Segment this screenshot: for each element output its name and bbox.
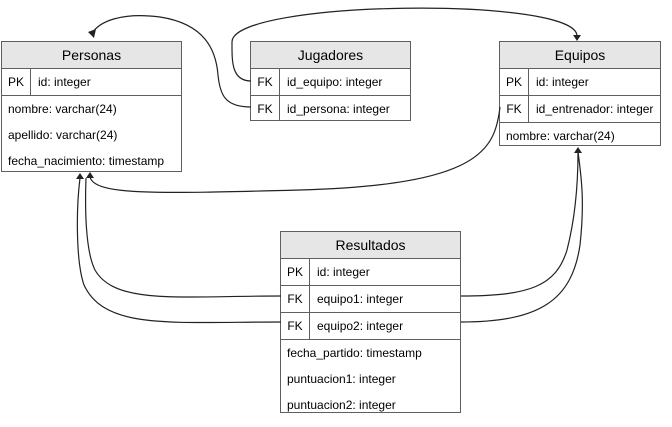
connector-resultados-equipo2-right	[460, 151, 583, 323]
entity-row: PK id: integer	[500, 69, 660, 96]
entity-row: FK equipo1: integer	[281, 286, 460, 313]
field-label: fecha_partido: timestamp	[287, 346, 422, 360]
arrow-head	[88, 29, 96, 38]
key-label: PK	[500, 69, 529, 95]
entity-equipos[interactable]: Equipos PK id: integer FK id_entrenador:…	[499, 41, 661, 146]
field-label: nombre: varchar(24)	[506, 129, 615, 143]
field-label: apellido: varchar(24)	[8, 128, 118, 142]
entity-row: puntuacion1: integer	[281, 366, 460, 392]
entity-jugadores[interactable]: Jugadores FK id_equipo: integer FK id_pe…	[250, 41, 411, 121]
entity-row: apellido: varchar(24)	[2, 122, 181, 148]
connector-resultados-equipo2-left	[76, 177, 282, 324]
field-label: fecha_nacimiento: timestamp	[8, 154, 165, 168]
field-label: id_entrenador: integer	[536, 102, 654, 116]
key-label: FK	[500, 96, 529, 122]
entity-row: nombre: varchar(24)	[2, 96, 181, 122]
entity-row: FK id_persona: integer	[251, 96, 410, 120]
field-label: equipo2: integer	[317, 319, 404, 333]
field-label: nombre: varchar(24)	[8, 102, 117, 116]
key-label: PK	[2, 69, 31, 95]
field-label: id_persona: integer	[287, 102, 390, 116]
field-label: id: integer	[38, 75, 91, 89]
entity-row: nombre: varchar(24)	[500, 123, 660, 145]
field-label: id: integer	[317, 265, 370, 279]
entity-row: FK id_equipo: integer	[251, 69, 410, 96]
arrow-head	[574, 147, 582, 153]
arrow-head	[76, 173, 84, 179]
entity-row: puntuacion2: integer	[281, 392, 460, 412]
entity-title: Equipos	[500, 42, 660, 69]
field-label: equipo1: integer	[317, 292, 404, 306]
entity-row: FK equipo2: integer	[281, 313, 460, 340]
key-label: PK	[281, 259, 310, 285]
key-label: FK	[251, 69, 280, 95]
key-label: FK	[281, 286, 310, 312]
entity-row: PK id: integer	[2, 69, 181, 96]
entity-row: FK id_entrenador: integer	[500, 96, 660, 123]
entity-title: Personas	[2, 42, 181, 69]
key-label: FK	[281, 313, 310, 339]
entity-resultados[interactable]: Resultados PK id: integer FK equipo1: in…	[280, 231, 461, 413]
entity-row: fecha_nacimiento: timestamp	[2, 148, 181, 171]
entity-title: Jugadores	[251, 42, 410, 69]
field-label: id_equipo: integer	[287, 75, 383, 89]
entity-row: PK id: integer	[281, 259, 460, 286]
entity-personas[interactable]: Personas PK id: integer nombre: varchar(…	[1, 41, 182, 172]
field-label: puntuacion1: integer	[287, 372, 396, 386]
connector-resultados-equipo1-right	[460, 151, 579, 297]
field-label: puntuacion2: integer	[287, 398, 396, 412]
field-label: id: integer	[536, 75, 589, 89]
arrow-head	[86, 172, 94, 178]
key-label: FK	[251, 96, 280, 120]
connector-resultados-equipo1-left	[84, 177, 282, 298]
entity-title: Resultados	[281, 232, 460, 259]
entity-row: fecha_partido: timestamp	[281, 340, 460, 366]
